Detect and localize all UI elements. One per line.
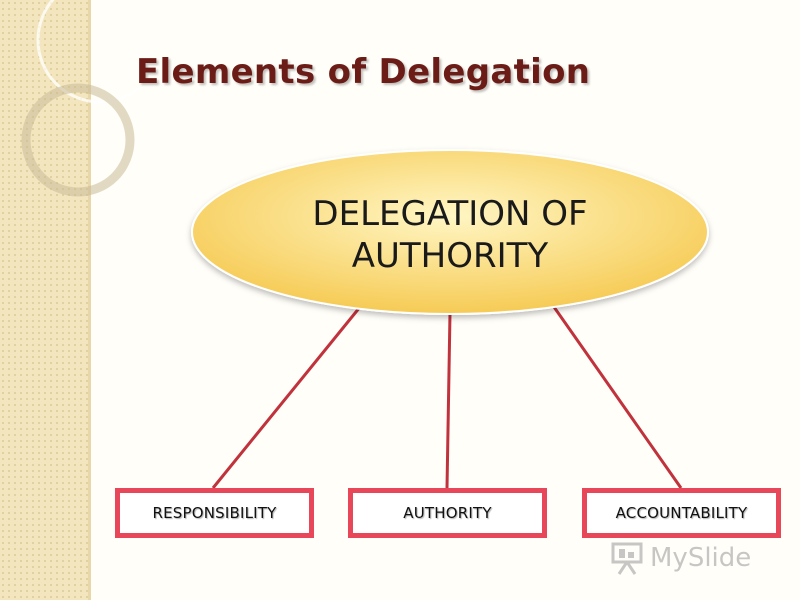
connector-authority [445, 312, 452, 489]
side-strip-edge [88, 0, 91, 600]
watermark: MySlide [610, 540, 751, 576]
root-label: DELEGATION OF AUTHORITY [312, 193, 588, 277]
child-box-accountability: ACCOUNTABILITY [582, 488, 781, 538]
child-box-authority: AUTHORITY [348, 488, 547, 538]
connector-accountability [552, 306, 683, 489]
slide-title: Elements of Delegation [136, 52, 591, 92]
child-box-responsibility: RESPONSIBILITY [115, 488, 314, 538]
watermark-text: MySlide [650, 543, 752, 573]
root-ellipse [191, 149, 709, 315]
connector-responsibility [211, 306, 362, 489]
presentation-board-icon [611, 542, 643, 575]
